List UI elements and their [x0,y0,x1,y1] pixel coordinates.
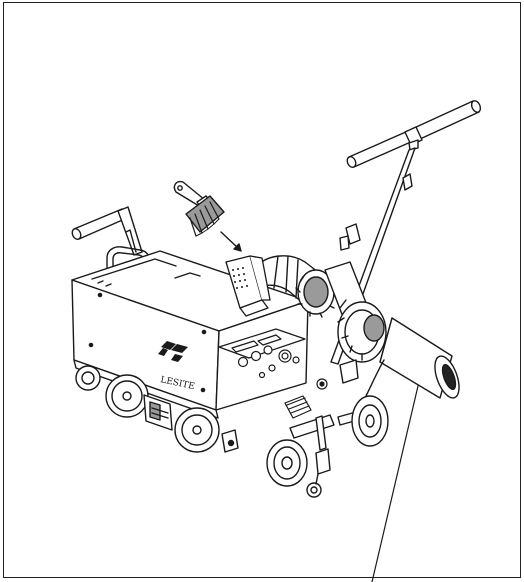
air-blower [257,255,460,399]
rear-handle [71,206,143,256]
welding-nozzle [225,255,271,317]
callout-line [371,385,419,582]
drive-rollers [75,365,239,453]
lesite-logo-icon [158,341,188,362]
control-panel [218,328,306,379]
brush-icon [173,180,225,237]
adjust-knob [284,378,328,419]
arrow-down-right-icon [220,231,242,252]
front-wheels [266,395,389,498]
